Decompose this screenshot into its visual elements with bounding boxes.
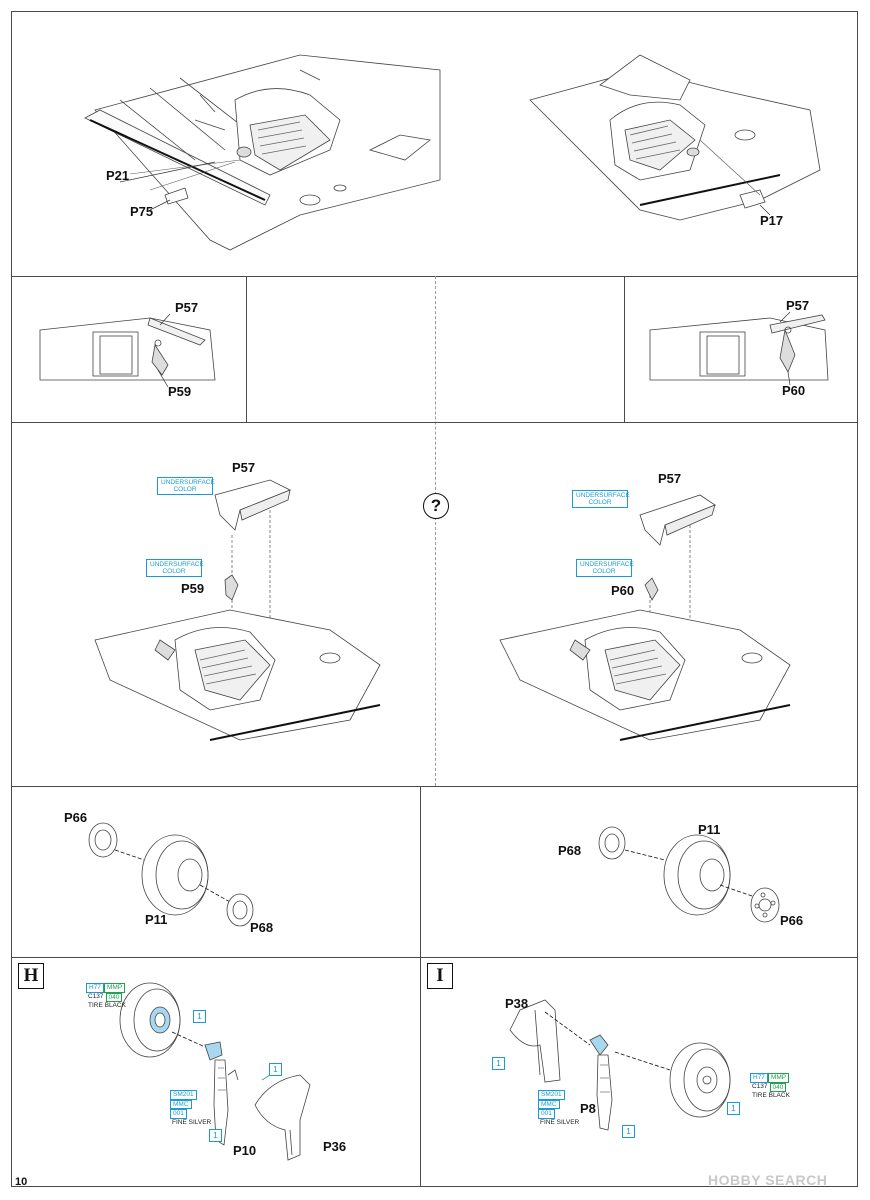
label-p21: P21 bbox=[106, 168, 130, 183]
label-p11-wheel-right: P11 bbox=[698, 822, 721, 837]
section-i-mark: I bbox=[427, 963, 453, 989]
divider-3 bbox=[11, 957, 858, 958]
paint-code: 040 bbox=[105, 992, 123, 1002]
paint-callout-i-strut: SM201 MMC 001 FINE SILVER bbox=[538, 1090, 581, 1126]
paint-code: 001 bbox=[538, 1109, 555, 1119]
label-p38: P38 bbox=[505, 996, 529, 1011]
paint-code: MMC bbox=[538, 1099, 560, 1109]
watermark-logo: HOBBY SEARCH bbox=[708, 1172, 828, 1188]
color-callout-left-bottom: UNDERSURFACE COLOR bbox=[146, 559, 204, 577]
label-p59-assembly-left: P59 bbox=[181, 581, 205, 596]
paint-code: C137 bbox=[752, 1082, 768, 1090]
paint-code: SM201 bbox=[538, 1090, 565, 1100]
label-p60-assembly-right: P60 bbox=[611, 583, 635, 598]
label-p36: P36 bbox=[323, 1139, 347, 1154]
label-p10: P10 bbox=[233, 1143, 257, 1158]
assembly-left-drawing bbox=[94, 479, 381, 741]
paint-code: SM201 bbox=[170, 1090, 197, 1100]
label-p17: P17 bbox=[760, 213, 784, 228]
label-p68-wheel-right: P68 bbox=[558, 843, 582, 858]
assembly-right-drawing bbox=[499, 494, 791, 741]
paint-name: FINE SILVER bbox=[540, 1118, 580, 1126]
step-number-h-3: 1 bbox=[269, 1063, 282, 1076]
step-number-i-3: 1 bbox=[727, 1102, 740, 1115]
paint-code: H77 bbox=[86, 983, 104, 993]
step-number-h-2: 1 bbox=[209, 1129, 222, 1142]
section-h-mark: H bbox=[18, 963, 44, 989]
label-p60-detail-right: P60 bbox=[782, 383, 806, 398]
color-callout-right-bottom: UNDERSURFACE COLOR bbox=[576, 559, 634, 577]
divider-detail bbox=[11, 422, 858, 423]
label-p57-detail-left: P57 bbox=[175, 300, 199, 315]
label-p68-wheel-left: P68 bbox=[250, 920, 274, 935]
paint-name: TIRE BLACK bbox=[88, 1002, 126, 1009]
paint-code: 040 bbox=[769, 1082, 787, 1092]
color-callout-left-top: UNDERSURFACE COLOR bbox=[157, 477, 215, 495]
top-right-wing-drawing bbox=[529, 54, 821, 221]
page-frame bbox=[11, 11, 858, 1187]
label-p8: P8 bbox=[580, 1101, 596, 1116]
paint-code: H77 bbox=[750, 1073, 768, 1083]
step-number-i-1: 1 bbox=[492, 1057, 505, 1070]
detail-left-drawing bbox=[39, 317, 216, 381]
label-p57-assembly-right: P57 bbox=[658, 471, 682, 486]
paint-code: 001 bbox=[170, 1109, 187, 1119]
divider-v bbox=[420, 786, 421, 1187]
question-mark-icon: ? bbox=[423, 493, 449, 519]
paint-code: C137 bbox=[88, 992, 104, 1000]
paint-name: FINE SILVER bbox=[172, 1118, 212, 1126]
divider-2 bbox=[11, 786, 858, 787]
wheel-right-drawing bbox=[598, 826, 780, 923]
divider-1 bbox=[11, 276, 858, 277]
label-p57-assembly-left: P57 bbox=[232, 460, 256, 475]
section-h-drawing bbox=[119, 982, 311, 1161]
label-p11-wheel-left: P11 bbox=[145, 912, 168, 927]
wheel-left-drawing bbox=[88, 822, 254, 927]
page-number: 10 bbox=[15, 1176, 28, 1188]
label-p75: P75 bbox=[130, 204, 154, 219]
paint-code: MMP bbox=[103, 983, 126, 993]
dashed-divider bbox=[435, 276, 436, 786]
color-callout-right-top: UNDERSURFACE COLOR bbox=[572, 490, 630, 508]
step-number-h-1: 1 bbox=[193, 1010, 206, 1023]
section-i-drawing bbox=[509, 999, 731, 1131]
paint-code: MMC bbox=[170, 1099, 192, 1109]
label-p66-wheel-right: P66 bbox=[780, 913, 804, 928]
label-p57-detail-right: P57 bbox=[786, 298, 810, 313]
paint-code: MMP bbox=[767, 1073, 790, 1083]
top-left-wing-drawing bbox=[84, 54, 441, 251]
label-p66-wheel-left: P66 bbox=[64, 810, 88, 825]
paint-name: TIRE BLACK bbox=[752, 1092, 790, 1099]
detail-right-drawing bbox=[649, 314, 829, 381]
step-number-i-2: 1 bbox=[622, 1125, 635, 1138]
label-p59-detail-left: P59 bbox=[168, 384, 192, 399]
paint-callout-h-strut: SM201 MMC 001 FINE SILVER bbox=[170, 1090, 213, 1126]
